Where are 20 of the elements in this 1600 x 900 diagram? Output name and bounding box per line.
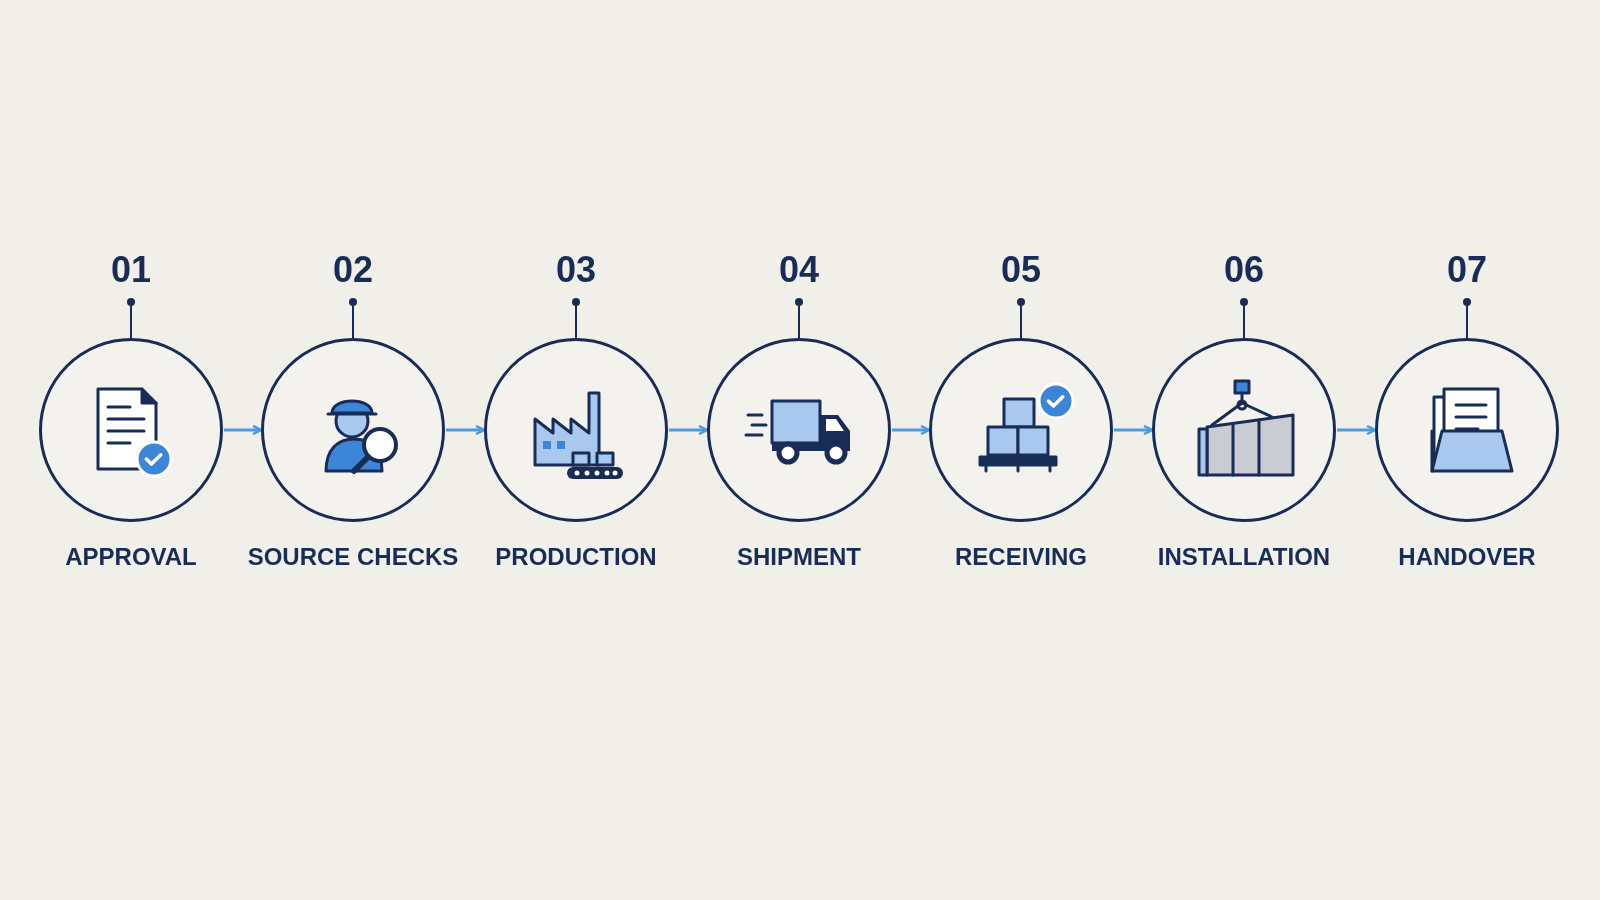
step-number: 04: [778, 248, 819, 292]
step-label: SHIPMENT: [737, 542, 861, 572]
arrow: [892, 424, 931, 436]
arrow: [1337, 424, 1377, 436]
step-number: 07: [1446, 248, 1487, 292]
step-label: RECEIVING: [955, 542, 1087, 572]
arrow: [669, 424, 709, 436]
step-number: 01: [110, 248, 151, 292]
arrow: [224, 424, 263, 436]
step-number: 05: [1000, 248, 1041, 292]
step-label: HANDOVER: [1398, 542, 1536, 572]
step-label: SOURCE CHECKS: [247, 542, 459, 572]
step-label: APPROVAL: [65, 542, 197, 572]
step-label: INSTALLATION: [1157, 542, 1331, 572]
step-number: 06: [1223, 248, 1264, 292]
step-number: 03: [555, 248, 596, 292]
arrow: [446, 424, 486, 436]
step-label: PRODUCTION: [495, 542, 657, 572]
arrow: [1114, 424, 1154, 436]
step-number: 02: [332, 248, 373, 292]
